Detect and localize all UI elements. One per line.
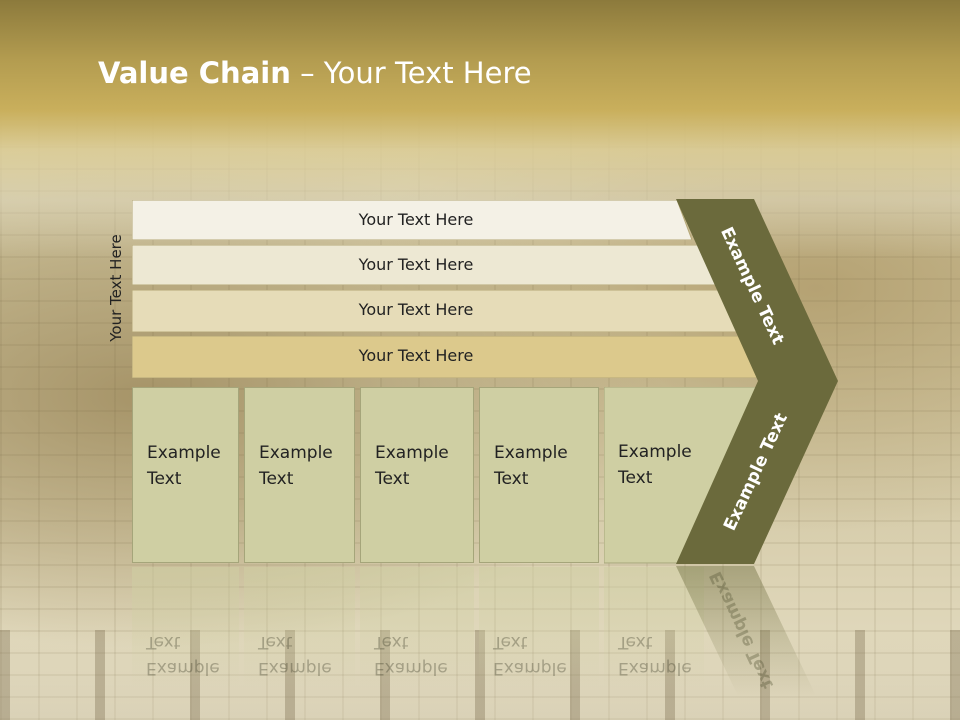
box-reflection-4: Example Text: [479, 567, 599, 687]
example-box-1-label: Example Text: [147, 443, 221, 489]
row-4: Your Text Here: [132, 336, 764, 378]
example-box-5-label: Example Text: [618, 442, 692, 488]
example-box-4-label: Example Text: [494, 443, 568, 489]
example-box-3-label: Example Text: [375, 443, 449, 489]
title-rest: – Your Text Here: [290, 56, 532, 90]
row-1: Your Text Here: [132, 200, 692, 240]
example-box-4: Example Text: [479, 387, 599, 563]
box-reflection-3-label: Example Text: [374, 632, 448, 678]
chevron-arrow: [676, 199, 838, 564]
box-reflection-1-label: Example Text: [146, 632, 220, 678]
chevron-reflection: [676, 566, 816, 696]
example-box-5: Example Text: [604, 387, 704, 563]
box-reflection-2-label: Example Text: [258, 632, 332, 678]
box-reflection-1: Example Text: [132, 567, 239, 687]
vertical-label: Your Text Here: [107, 234, 125, 342]
box-reflection-2: Example Text: [244, 567, 355, 687]
slide-title: Value Chain – Your Text Here: [98, 56, 532, 90]
example-box-2-label: Example Text: [259, 443, 333, 489]
title-bold: Value Chain: [98, 56, 291, 90]
row-1-label: Your Text Here: [358, 210, 474, 229]
row-3-label: Your Text Here: [358, 300, 474, 319]
row-2: Your Text Here: [132, 245, 717, 285]
row-3: Your Text Here: [132, 290, 740, 332]
row-2-label: Your Text Here: [358, 255, 474, 274]
box-reflection-4-label: Example Text: [493, 632, 567, 678]
example-box-1: Example Text: [132, 387, 239, 563]
example-box-2: Example Text: [244, 387, 355, 563]
box-reflection-3: Example Text: [360, 567, 474, 687]
example-box-3: Example Text: [360, 387, 474, 563]
row-4-label: Your Text Here: [358, 346, 474, 365]
